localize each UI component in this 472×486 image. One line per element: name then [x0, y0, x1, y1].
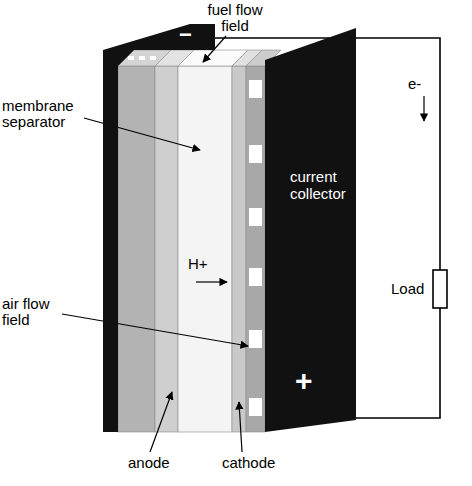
plate-shape	[103, 24, 215, 432]
node-text: −	[179, 23, 192, 47]
leader-arrow	[150, 392, 172, 452]
leader-arrow	[423, 96, 424, 121]
current-collector-plate-outline	[103, 20, 215, 432]
air-channel	[249, 330, 262, 348]
current-collector-plate: −	[103, 20, 215, 432]
air-channel	[249, 398, 262, 416]
plate-shape	[265, 28, 356, 432]
part-label: H+	[188, 256, 208, 272]
air-channel	[249, 208, 262, 226]
fuel-channel	[139, 56, 145, 60]
resistor-symbol	[433, 270, 447, 308]
fuel-flow-field-layer	[118, 66, 155, 432]
leader-arrow	[62, 314, 248, 346]
air-channel	[249, 80, 262, 98]
air-channel	[249, 268, 262, 286]
part-label: air flow field	[2, 296, 66, 328]
cell-layers	[118, 50, 281, 432]
current-collector-plate: current collector +	[265, 28, 356, 432]
node-text: Load	[391, 280, 424, 297]
membrane-layer	[178, 66, 232, 432]
part-label: cathode	[222, 455, 275, 471]
fuel-channel	[150, 56, 156, 60]
part-label: membrane separator	[2, 98, 86, 130]
circuit-wire	[356, 308, 440, 418]
leader-arrow	[196, 281, 227, 282]
leader-arrow	[84, 118, 200, 150]
node-text: +	[295, 364, 313, 397]
part-label: anode	[128, 455, 170, 471]
cathode-layer	[232, 66, 246, 432]
air-flow-field-layer	[246, 66, 265, 432]
leader-arrow	[239, 402, 242, 452]
air-channel	[249, 145, 262, 163]
anode-layer	[155, 66, 178, 432]
load-resistor: Load	[391, 268, 449, 310]
node-text: current collector	[290, 168, 352, 202]
part-label: e-	[408, 76, 421, 92]
fuel-channel	[128, 56, 134, 60]
